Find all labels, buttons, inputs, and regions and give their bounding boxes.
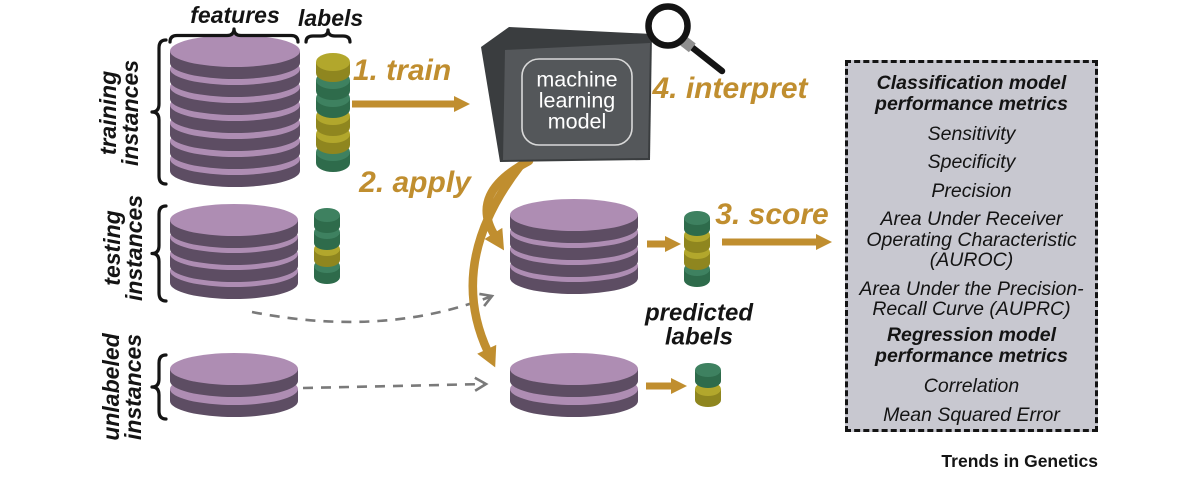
dashed-arrow-unlabeled-to-applied — [302, 376, 489, 392]
metric-item: Area Under the Precision-Recall Curve (A… — [859, 277, 1084, 320]
row-label-line: instances — [121, 194, 147, 302]
predicted-labels-caption: predicted labels — [645, 301, 753, 348]
labels-brace — [304, 28, 352, 44]
model-box-label-line: model — [547, 109, 607, 134]
label-column-predicted-testing-labels — [684, 211, 710, 287]
performance-metrics-panel: Classification model performance metrics… — [845, 60, 1098, 432]
disk-stack-unlabeled-features — [170, 353, 298, 417]
magnifier-lens — [645, 3, 691, 49]
metric-item: Specificity — [927, 151, 1016, 174]
label-column-predicted-unlabeled-labels — [695, 363, 721, 407]
row-label-line: instances — [117, 59, 143, 167]
disk-stack-testing-features — [170, 204, 298, 299]
unlabeled-instances-brace — [150, 353, 168, 421]
metric-item: Area Under Receiver Operating Characteri… — [866, 208, 1077, 272]
row-label-training-instances: training instances — [95, 59, 143, 167]
label-column-training-labels — [316, 53, 350, 172]
dashed-flow-arrows — [251, 292, 495, 392]
data-stacks-layer — [170, 35, 721, 417]
apply-arrow-unlabeled — [468, 161, 525, 368]
model-box-inner-outline — [521, 58, 633, 146]
labels-label: labels — [298, 5, 364, 31]
disk-stack-applied-testing — [510, 199, 638, 294]
step-apply-label: 2. apply — [359, 166, 471, 199]
features-brace — [168, 27, 300, 44]
gold-step-arrows — [352, 96, 832, 394]
disk-stack-training-features — [170, 35, 300, 187]
metric-item: Precision — [931, 179, 1012, 202]
row-label-line: instances — [120, 333, 146, 441]
magnifying-glass-icon — [645, 3, 726, 75]
testing-instances-brace — [150, 204, 168, 303]
metric-item: Correlation — [923, 375, 1020, 398]
step-score-label: 3. score — [715, 198, 829, 231]
features-label: features — [190, 2, 280, 28]
model-box-front — [503, 43, 650, 160]
step-train-label: 1. train — [352, 54, 452, 87]
training-instances-brace — [150, 38, 168, 186]
model-box-label-line: machine — [536, 67, 618, 92]
journal-name: Trends in Genetics — [941, 451, 1098, 471]
row-label-unlabeled-instances: unlabeled instances — [98, 333, 146, 441]
model-box-label: machine learning model — [536, 67, 618, 134]
machine-learning-model-box — [481, 27, 652, 162]
disk-stack-applied-unlabeled — [510, 353, 638, 417]
row-label-testing-instances: testing instances — [99, 194, 147, 302]
step-interpret-label: 4. interpret — [652, 72, 808, 105]
predicted-caption-line: labels — [664, 323, 734, 350]
metric-item: Sensitivity — [927, 122, 1016, 145]
regression-metrics-title: Regression model performance metrics — [875, 324, 1068, 368]
braces-layer — [150, 27, 352, 421]
label-column-testing-labels — [314, 208, 340, 284]
model-box-label-line: learning — [538, 88, 616, 113]
predicted-caption-line: predicted — [644, 299, 754, 327]
classification-metrics-title: Classification model performance metrics — [875, 72, 1068, 115]
dashed-arrow-testing-to-applied — [251, 292, 495, 324]
metric-item: Mean Squared Error — [883, 403, 1060, 426]
